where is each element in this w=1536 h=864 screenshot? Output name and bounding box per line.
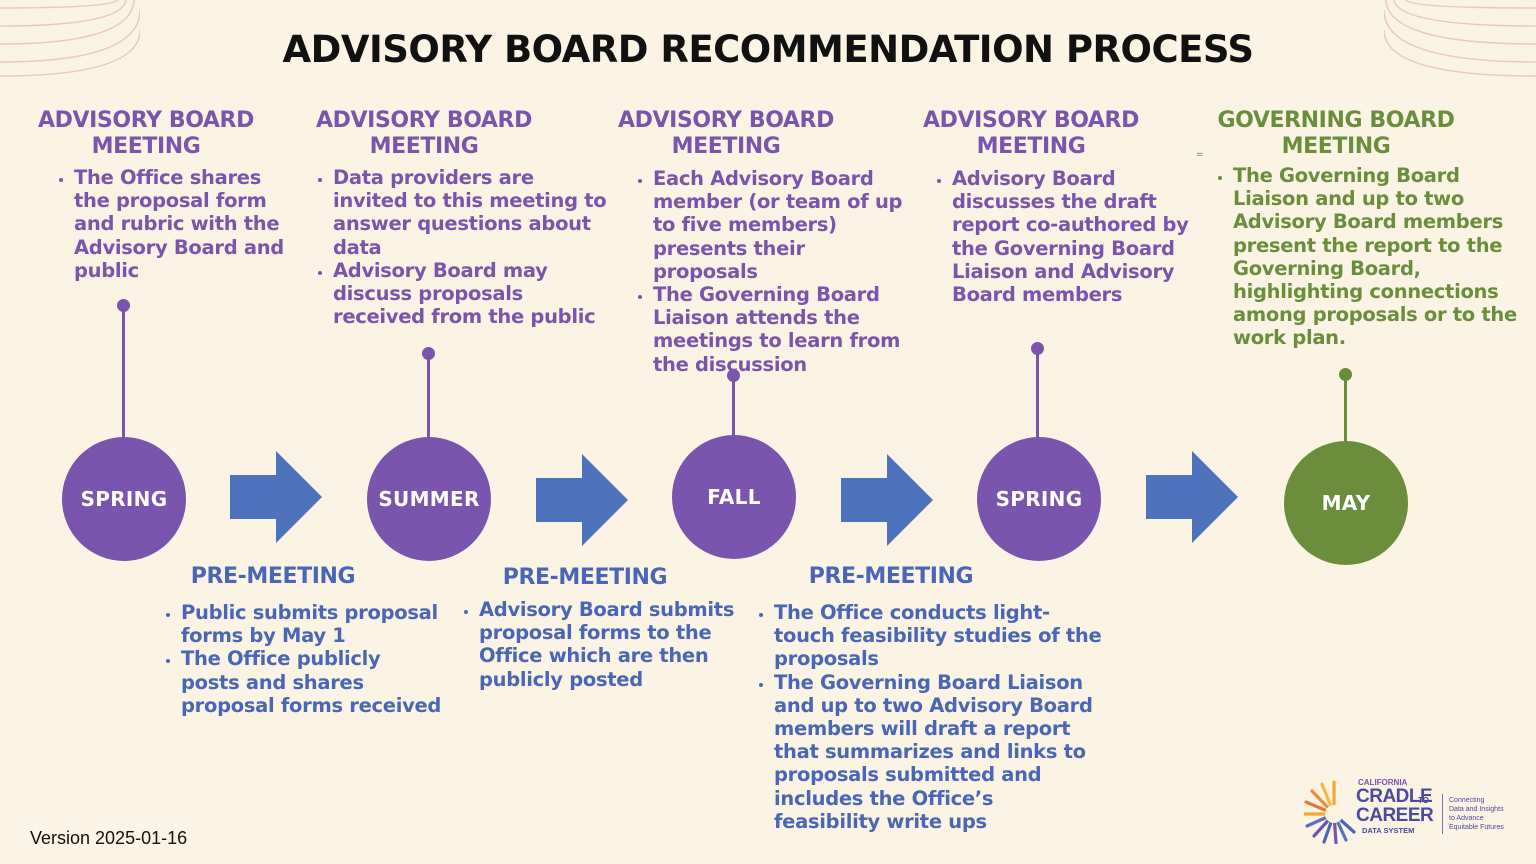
bullet-item: Advisory Board submits proposal forms to… <box>479 598 739 691</box>
connector-line <box>1344 374 1347 442</box>
heading-line-2: MEETING <box>976 134 1086 159</box>
page-title: ADVISORY BOARD RECOMMENDATION PROCESS <box>282 28 1254 71</box>
pre-meeting-bullets: Public submits proposal forms by May 1 T… <box>161 601 443 717</box>
pre-meeting-bullets: The Office conducts light-touch feasibil… <box>754 601 1104 833</box>
season-label: SPRING <box>995 487 1083 511</box>
bullet-item: Data providers are invited to this meeti… <box>333 166 609 259</box>
version-label: Version 2025-01-16 <box>30 828 188 848</box>
heading-line-1: ADVISORY BOARD <box>316 108 532 133</box>
season-circle-spring: SPRING <box>977 437 1101 561</box>
sunburst-logo-icon <box>1304 780 1356 844</box>
tagline-line: Equitable Futures <box>1449 824 1504 831</box>
connector-line <box>427 353 430 439</box>
heading-line-2: MEETING <box>671 134 781 159</box>
right-arrow-icon <box>1146 451 1238 543</box>
stage-bullets: Data providers are invited to this meeti… <box>313 166 609 328</box>
stage-heading: ADVISORY BOARD MEETING <box>911 108 1151 160</box>
right-arrow-icon <box>841 454 933 546</box>
pre-meeting-heading: PRE-MEETING <box>808 564 974 589</box>
pre-meeting-bullets: Advisory Board submits proposal forms to… <box>459 598 739 691</box>
heading-line-1: ADVISORY BOARD <box>923 108 1139 133</box>
connector-line <box>1036 348 1039 439</box>
tagline-line: Connecting <box>1449 797 1485 804</box>
season-circle-spring: SPRING <box>62 437 186 561</box>
season-circle-fall: FALL <box>672 435 796 559</box>
right-arrow-icon <box>536 454 628 546</box>
season-circle-summer: SUMMER <box>367 437 491 561</box>
heading-line-2: MEETING <box>369 134 479 159</box>
bullet-item: The Governing Board Liaison attends the … <box>653 283 915 376</box>
heading-line-1: ADVISORY BOARD <box>618 108 834 133</box>
pre-meeting-heading: PRE-MEETING <box>502 565 668 590</box>
season-label: SUMMER <box>378 487 480 511</box>
bullet-item: The Governing Board Liaison and up to tw… <box>1233 164 1523 350</box>
tiny-mark: = <box>1196 150 1204 160</box>
connector-line <box>122 305 125 439</box>
heading-line-1: GOVERNING BOARD <box>1217 108 1455 133</box>
logo-line-2: CAREER <box>1356 805 1434 826</box>
logo-divider <box>1442 794 1443 834</box>
logo-tagline: Connecting Data and Insights to Advance … <box>1449 796 1504 832</box>
bullet-item: Each Advisory Board member (or team of u… <box>653 167 915 283</box>
bullet-item: The Office conducts light-touch feasibil… <box>774 601 1104 671</box>
bullet-item: Advisory Board discusses the draft repor… <box>952 167 1200 306</box>
stage-bullets: Advisory Board discusses the draft repor… <box>932 167 1200 306</box>
cradle-to-career-logo: CALIFORNIA CRADLE TO CAREER DATA SYSTEM … <box>1304 776 1514 846</box>
tagline-line: Data and Insights <box>1449 806 1504 813</box>
corner-decoration-right <box>1384 0 1536 77</box>
logo-to: TO <box>1418 796 1429 805</box>
bullet-item: The Office publicly posts and shares pro… <box>181 647 443 717</box>
stage-bullets: The Office shares the proposal form and … <box>54 166 292 282</box>
season-label: MAY <box>1321 491 1371 515</box>
heading-line-2: MEETING <box>91 134 201 159</box>
tagline-line: to Advance <box>1449 815 1484 822</box>
stage-bullets: The Governing Board Liaison and up to tw… <box>1213 164 1523 350</box>
stage-bullets: Each Advisory Board member (or team of u… <box>633 167 915 376</box>
stage-heading: ADVISORY BOARD MEETING <box>304 108 544 160</box>
bullet-item: The Office shares the proposal form and … <box>74 166 292 282</box>
season-circle-may: MAY <box>1284 441 1408 565</box>
stage-heading: GOVERNING BOARD MEETING <box>1206 108 1466 160</box>
logo-line-1: CRADLE <box>1356 786 1433 807</box>
heading-line-1: ADVISORY BOARD <box>38 108 254 133</box>
connector-line <box>732 375 735 437</box>
season-label: SPRING <box>80 487 168 511</box>
pre-meeting-heading: PRE-MEETING <box>190 564 356 589</box>
corner-decoration-left <box>0 0 140 77</box>
logo-sub: DATA SYSTEM <box>1362 826 1415 835</box>
season-label: FALL <box>707 485 761 509</box>
stage-heading: ADVISORY BOARD MEETING <box>26 108 266 160</box>
right-arrow-icon <box>230 451 322 543</box>
bullet-item: The Governing Board Liaison and up to tw… <box>774 671 1104 833</box>
heading-line-2: MEETING <box>1281 134 1391 159</box>
logo-top-text: CALIFORNIA <box>1358 778 1408 787</box>
stage-heading: ADVISORY BOARD MEETING <box>606 108 846 160</box>
bullet-item: Advisory Board may discuss proposals rec… <box>333 259 609 329</box>
bullet-item: Public submits proposal forms by May 1 <box>181 601 443 647</box>
